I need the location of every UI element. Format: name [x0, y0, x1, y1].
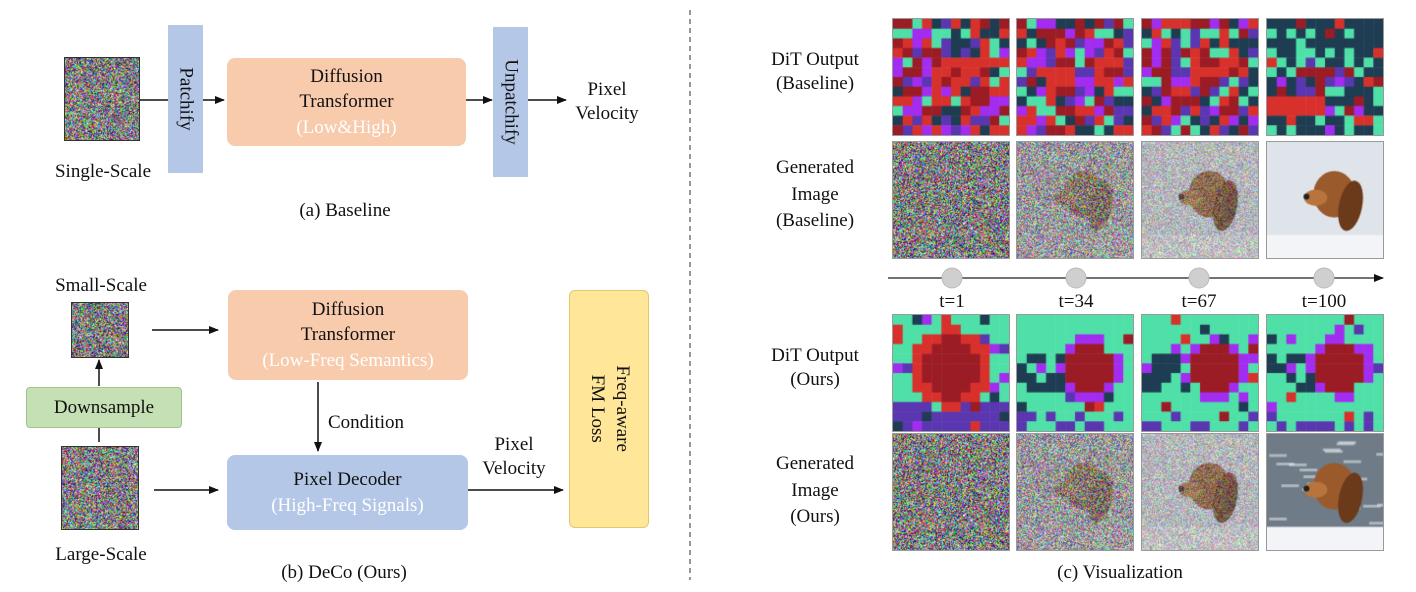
generated-ours-t1	[892, 433, 1010, 551]
generated-baseline-t100	[1266, 141, 1384, 259]
generated-ours-t67	[1141, 433, 1259, 551]
row-label-gen-baseline-1: Generated	[750, 155, 880, 182]
row-label-gen-ours: Generated Image (Ours)	[750, 451, 880, 531]
timestep-label-3: t=67	[1159, 290, 1239, 314]
timeline-dot-1	[942, 268, 962, 288]
timestep-label-2: t=34	[1036, 290, 1116, 314]
row-label-dit-ours-2: (Ours)	[750, 368, 880, 392]
dit-output-baseline-t34	[1016, 18, 1134, 136]
pixel-decoder-box: Pixel Decoder (High-Freq Signals)	[227, 455, 468, 530]
row-label-gen-ours-2: Image	[750, 478, 880, 505]
large-scale-label: Large-Scale	[36, 543, 166, 567]
row-label-dit-ours-1: DiT Output	[750, 344, 880, 368]
timestep-label-4: t=100	[1284, 290, 1364, 314]
unpatchify-label: Unpatchify	[500, 59, 522, 144]
deco-output-label: Pixel Velocity	[468, 433, 560, 481]
row-label-dit-ours: DiT Output (Ours)	[750, 344, 880, 392]
freq-aware-loss-text: Freq-aware FM Loss	[584, 366, 633, 453]
deco-dit-subtitle: (Low-Freq Semantics)	[262, 348, 433, 374]
freq-aware-loss-box: Freq-aware FM Loss	[569, 290, 649, 528]
patchify-label: Patchify	[175, 67, 197, 130]
caption-b: (b) DeCo (Ours)	[244, 561, 444, 585]
patchify-bar: Patchify	[168, 25, 203, 173]
downsample-box: Downsample	[26, 387, 182, 428]
baseline-output-line-2: Velocity	[562, 102, 652, 126]
baseline-dit-title-1: Diffusion	[310, 64, 382, 90]
downsample-label: Downsample	[54, 395, 154, 421]
row-label-gen-baseline-2: Image	[750, 182, 880, 209]
pixel-decoder-subtitle: (High-Freq Signals)	[271, 493, 424, 519]
deco-output-line-1: Pixel	[468, 433, 560, 457]
dit-output-baseline-t67	[1141, 18, 1259, 136]
timestep-label-1: t=1	[912, 290, 992, 314]
loss-line-1: Freq-aware	[609, 366, 634, 453]
baseline-dit-title-2: Transformer	[299, 89, 393, 115]
dit-output-ours-t34	[1016, 314, 1134, 432]
condition-label: Condition	[328, 411, 438, 435]
unpatchify-bar: Unpatchify	[493, 27, 528, 177]
generated-baseline-t67	[1141, 141, 1259, 259]
noise-image-small-scale	[71, 302, 129, 358]
dit-output-ours-t67	[1141, 314, 1259, 432]
timeline-dot-3	[1189, 268, 1209, 288]
baseline-output-label: Pixel Velocity	[562, 78, 652, 126]
baseline-dit-subtitle: (Low&High)	[296, 115, 396, 141]
timeline-dot-4	[1314, 268, 1334, 288]
noise-image-large-scale	[61, 446, 139, 530]
loss-line-2: FM Loss	[584, 366, 609, 453]
baseline-dit-box: Diffusion Transformer (Low&High)	[227, 58, 466, 146]
baseline-output-line-1: Pixel	[562, 78, 652, 102]
deco-output-line-2: Velocity	[468, 457, 560, 481]
row-label-gen-ours-3: (Ours)	[750, 504, 880, 531]
generated-ours-t100	[1266, 433, 1384, 551]
single-scale-label: Single-Scale	[38, 160, 168, 184]
pixel-decoder-title: Pixel Decoder	[293, 467, 401, 493]
deco-dit-title-2: Transformer	[301, 322, 395, 348]
dit-output-ours-t1	[892, 314, 1010, 432]
dit-output-baseline-t1	[892, 18, 1010, 136]
row-label-dit-baseline-2: (Baseline)	[750, 72, 880, 96]
noise-image-single-scale	[64, 57, 140, 141]
generated-baseline-t1	[892, 141, 1010, 259]
generated-baseline-t34	[1016, 141, 1134, 259]
deco-dit-box: Diffusion Transformer (Low-Freq Semantic…	[228, 290, 468, 380]
row-label-gen-baseline-3: (Baseline)	[750, 208, 880, 235]
row-label-dit-baseline: DiT Output (Baseline)	[750, 48, 880, 96]
dit-output-baseline-t100	[1266, 18, 1384, 136]
row-label-gen-ours-1: Generated	[750, 451, 880, 478]
deco-dit-title-1: Diffusion	[312, 297, 384, 323]
generated-ours-t34	[1016, 433, 1134, 551]
caption-a: (a) Baseline	[245, 199, 445, 223]
timeline-dot-2	[1066, 268, 1086, 288]
dit-output-ours-t100	[1266, 314, 1384, 432]
small-scale-label: Small-Scale	[36, 274, 166, 298]
row-label-dit-baseline-1: DiT Output	[750, 48, 880, 72]
caption-c: (c) Visualization	[1010, 561, 1230, 585]
row-label-gen-baseline: Generated Image (Baseline)	[750, 155, 880, 235]
